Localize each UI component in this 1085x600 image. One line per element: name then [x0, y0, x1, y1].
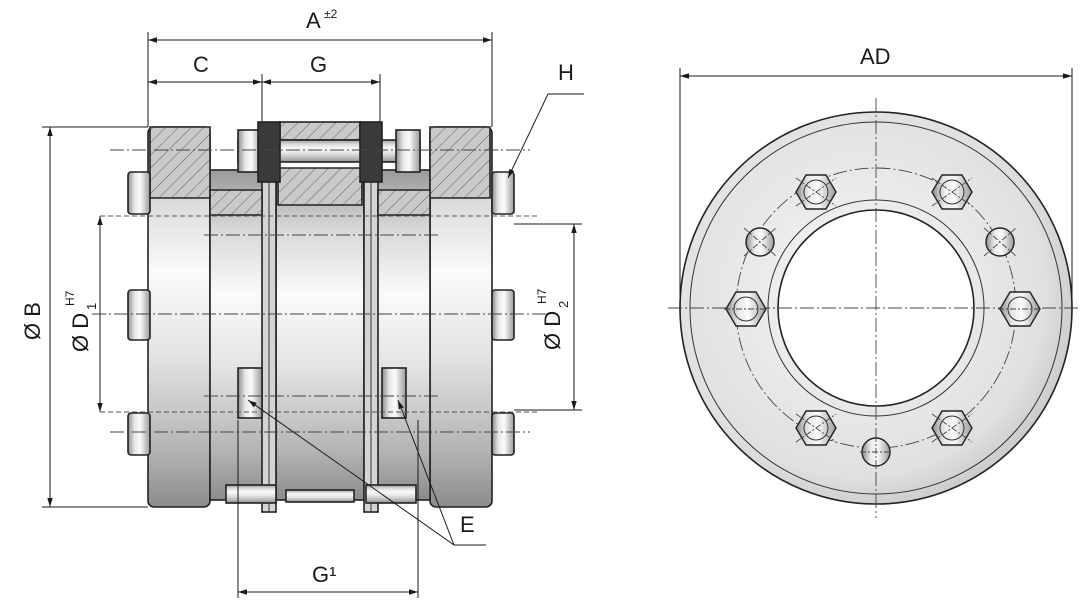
dim-label-g: G — [310, 52, 327, 77]
dim-label-d2-sub: 2 — [556, 301, 571, 308]
flange-bolts-left — [127, 171, 151, 456]
front-view: AD — [668, 44, 1080, 518]
dim-label-b: Ø B — [20, 302, 45, 340]
section-right-hub — [377, 189, 431, 216]
section-left-hub — [209, 189, 263, 216]
dim-label-g1: G¹ — [312, 562, 336, 587]
dim-label-h: H — [558, 60, 574, 85]
dim-label-d2: Ø D — [540, 311, 565, 350]
spacer-bolts-lower — [225, 367, 417, 504]
section-left-flange — [149, 126, 211, 199]
section-right-flange — [429, 126, 491, 199]
dim-label-d2-tol: H7 — [535, 288, 549, 304]
dim-label-c: C — [193, 52, 209, 77]
flange-bolts-right — [491, 171, 515, 456]
dim-label-ad: AD — [860, 44, 891, 69]
dim-label-d1-sub: 1 — [84, 303, 99, 310]
left-hub — [209, 169, 265, 501]
section-top-sleeve — [279, 121, 361, 141]
dim-label-a-tolerance: ±2 — [324, 7, 338, 21]
right-hub — [375, 169, 431, 501]
dim-label-e: E — [460, 512, 475, 537]
dim-label-d1: Ø D — [68, 313, 93, 352]
dim-label-a: A — [306, 8, 321, 33]
section-spacer — [277, 167, 363, 206]
dim-label-d1-tol: H7 — [63, 290, 77, 306]
side-view: A ±2 C G H Ø B Ø D 1 H7 Ø D 2 H7 E — [20, 7, 584, 598]
